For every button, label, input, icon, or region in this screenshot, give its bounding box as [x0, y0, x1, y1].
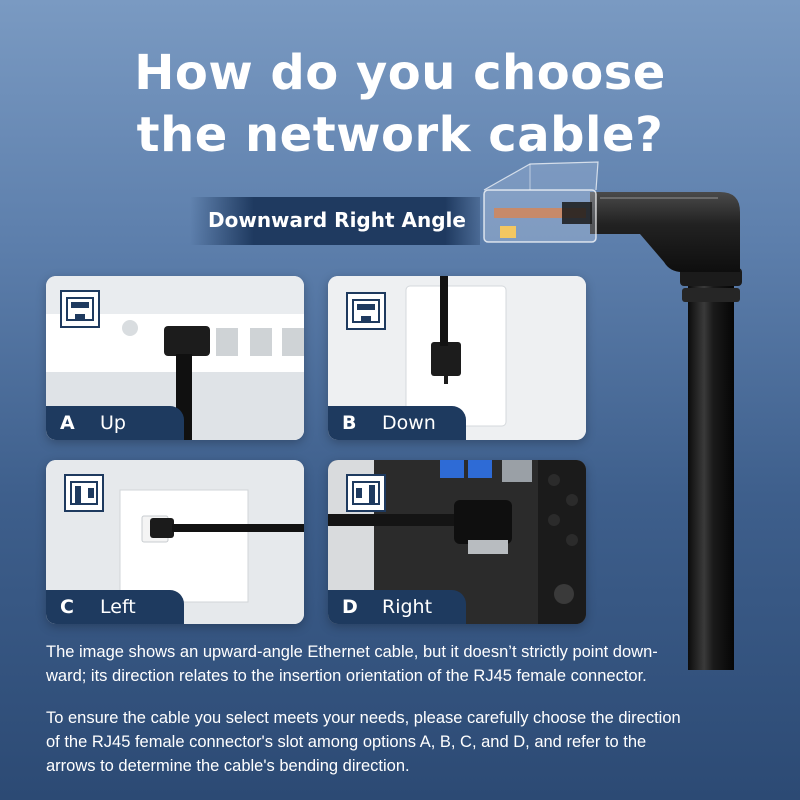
instruction-line-2: of the RJ45 female connector's slot amon…: [46, 733, 647, 751]
instruction-line-1: To ensure the cable you select meets you…: [46, 709, 681, 727]
explanation-paragraph: The image shows an upward-angle Ethernet…: [46, 640, 766, 688]
option-a-tag: A Up: [46, 406, 184, 440]
rj45-connector-icon: [483, 161, 742, 670]
explanation-line-1: The image shows an upward-angle Ethernet…: [46, 643, 658, 661]
explanation-line-2: ward; its direction relates to the inser…: [46, 667, 647, 685]
headline: How do you choose the network cable?: [0, 42, 800, 166]
rj45-port-icon: [60, 290, 100, 328]
option-c-tag: C Left: [46, 590, 184, 624]
instruction-line-3: arrows to determine the cable's bending …: [46, 757, 410, 775]
option-b-card[interactable]: B Down: [328, 276, 586, 440]
rj45-port-icon: [346, 292, 386, 330]
option-label: Down: [382, 412, 436, 434]
option-d-tag: D Right: [328, 590, 466, 624]
subtitle-bar: [190, 197, 480, 245]
option-letter: C: [60, 596, 74, 618]
option-d-card[interactable]: D Right: [328, 460, 586, 624]
option-label: Up: [100, 412, 126, 434]
option-c-card[interactable]: C Left: [46, 460, 304, 624]
option-label: Right: [382, 596, 433, 618]
option-label: Left: [100, 596, 136, 618]
instruction-paragraph: To ensure the cable you select meets you…: [46, 706, 766, 778]
option-b-tag: B Down: [328, 406, 466, 440]
option-letter: B: [342, 412, 357, 434]
option-a-card[interactable]: A Up: [46, 276, 304, 440]
headline-line-2: the network cable?: [136, 107, 664, 163]
option-letter: D: [342, 596, 358, 618]
headline-line-1: How do you choose: [134, 45, 666, 101]
subtitle: Downward Right Angle: [208, 208, 466, 232]
option-letter: A: [60, 412, 75, 434]
rj45-port-icon: [64, 474, 104, 512]
rj45-port-icon: [346, 474, 386, 512]
